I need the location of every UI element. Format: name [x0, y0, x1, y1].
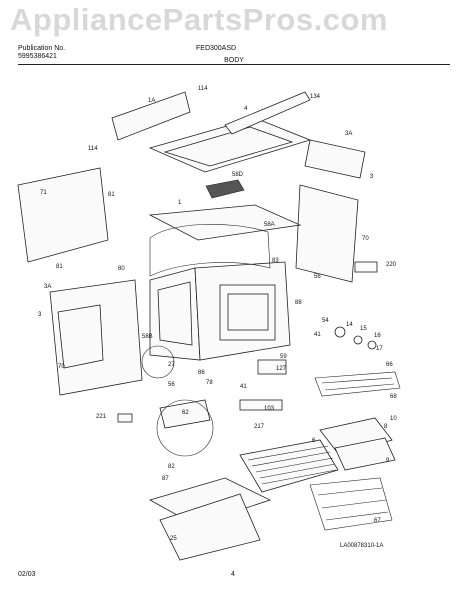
callout-label: 3: [370, 174, 374, 180]
callout-label: 221: [96, 414, 107, 420]
callout-label: 68: [390, 394, 397, 400]
callout-label: 83: [272, 258, 279, 264]
callout-label: 54: [322, 318, 329, 324]
callout-label: 114: [88, 146, 98, 152]
bottom-panel-part: [148, 477, 272, 561]
publication-number: 5995386421: [18, 53, 57, 60]
callout-label: 66: [386, 362, 393, 368]
callout-label: 3A: [44, 284, 51, 290]
callout-label: 41: [240, 384, 247, 390]
callout-label: 8: [384, 424, 388, 430]
callout-label: 3: [38, 312, 42, 318]
callout-label: 41: [314, 332, 321, 338]
callout-label: 58A: [264, 222, 275, 228]
callout-label: 70: [362, 236, 369, 242]
callout-label: 14: [346, 322, 353, 328]
callout-label: 15: [360, 326, 367, 332]
publication-label: Publication No.: [18, 45, 66, 52]
diagram-code: LA00878310-1A: [340, 543, 383, 549]
callout-label: 58B: [142, 334, 153, 340]
callout-label: 88: [295, 300, 302, 306]
callout-label: 10: [390, 416, 397, 422]
oven-cavity-part: [148, 179, 302, 361]
callout-label: 17: [376, 346, 383, 352]
callout-label: 58D: [232, 172, 244, 178]
callout-label: 134: [310, 94, 321, 100]
callout-label: 6: [312, 438, 316, 444]
callout-label: 103: [264, 406, 275, 412]
header-rule: [18, 64, 450, 65]
bracket-part: [117, 261, 378, 429]
callout-label: 1A: [148, 98, 155, 104]
callout-label: 80: [118, 266, 125, 272]
callout-label: 67: [374, 518, 381, 524]
broiler-pan-part: [319, 417, 396, 471]
callout-label: 127: [276, 366, 287, 372]
callout-label: 59: [280, 354, 287, 360]
detail-circle: [156, 399, 214, 457]
callout-label: 16: [374, 333, 381, 339]
broil-element-part: [314, 371, 401, 397]
callout-label: 78: [206, 380, 213, 386]
callout-label: 27: [168, 362, 175, 368]
callout-label: 81: [108, 192, 115, 198]
callout-label: 56: [168, 382, 175, 388]
section-title: BODY: [224, 57, 244, 64]
callout-label: 3A: [345, 131, 352, 137]
footer-date: 02/03: [18, 571, 36, 578]
top-cover-part: [111, 91, 312, 173]
callout-label: 62: [182, 410, 189, 416]
callout-label: 4: [244, 106, 248, 112]
callout-label: 217: [254, 424, 265, 430]
model-number: FED300ASD: [196, 45, 237, 52]
callout-label: 81: [56, 264, 63, 270]
callout-label: 1: [178, 200, 182, 206]
callout-label: 82: [168, 464, 175, 470]
callout-label: 56: [314, 274, 321, 280]
bake-element-part: [309, 477, 393, 531]
page-number: 4: [231, 571, 235, 578]
callout-label: 220: [386, 262, 397, 268]
side-panel-left: [17, 167, 143, 396]
callout-label: 71: [40, 190, 47, 196]
insulation-wrap-part: [149, 223, 271, 277]
callout-label: 70: [58, 364, 65, 370]
callout-label: 9: [386, 458, 390, 464]
oven-rack-part: [239, 439, 339, 493]
callout-label: 86: [198, 370, 205, 376]
callout-label: 87: [162, 476, 169, 482]
hardware-part: [334, 326, 377, 350]
callout-label: 25: [170, 536, 177, 542]
side-panel-right: [295, 139, 366, 283]
callout-label: 114: [198, 86, 208, 92]
detail-circle: [141, 345, 175, 379]
